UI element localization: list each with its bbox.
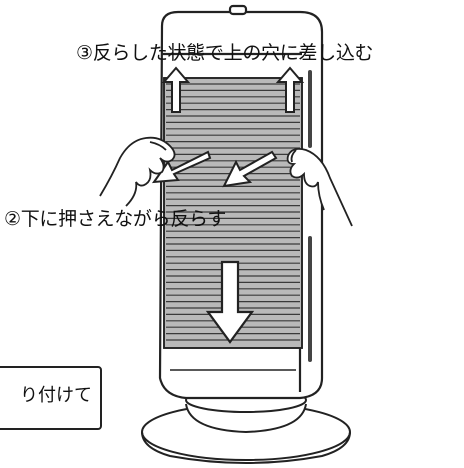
note-partial-text: り付けて bbox=[20, 385, 92, 406]
arrow-down-icon bbox=[205, 260, 255, 344]
heater-base bbox=[141, 387, 351, 464]
hand-icon bbox=[286, 147, 353, 227]
hand-icon bbox=[99, 136, 176, 207]
note-callout: り付けて bbox=[0, 366, 102, 430]
arrow-up-icon bbox=[275, 66, 305, 113]
step3-instruction: ③反らした状態で上の穴に差し込む bbox=[76, 42, 374, 64]
step2-instruction: ②下に押さえながら反らす bbox=[4, 208, 227, 230]
arrow-diagonal-icon bbox=[222, 150, 278, 188]
side-vents bbox=[308, 70, 312, 362]
arrow-up-icon bbox=[161, 66, 191, 113]
arrow-diagonal-icon bbox=[151, 150, 212, 184]
